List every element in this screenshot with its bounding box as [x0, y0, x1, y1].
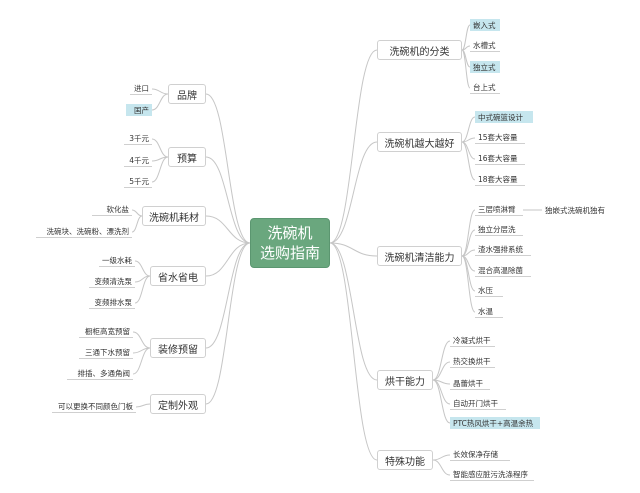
root-topic[interactable]: 洗碗机 选购指南	[250, 218, 330, 268]
leaf-item[interactable]: 嵌入式	[470, 19, 500, 31]
leaf-item[interactable]: 水压	[475, 285, 503, 297]
branch-left-3[interactable]: 省水省电	[150, 266, 206, 286]
leaf-item[interactable]: 软化盐	[92, 204, 132, 216]
branch-right-3[interactable]: 烘干能力	[377, 370, 433, 390]
leaf-item[interactable]: 国产	[126, 104, 152, 116]
leaf-item[interactable]: 台上式	[470, 82, 500, 94]
branch-left-1[interactable]: 预算	[168, 147, 206, 167]
branch-right-4[interactable]: 特殊功能	[377, 450, 433, 470]
leaf-item[interactable]: 长效保净存储	[450, 449, 510, 461]
leaf-item[interactable]: 三层喷淋臂	[475, 204, 523, 216]
leaf-item[interactable]: 洗碗块、洗碗粉、漂洗剂	[36, 226, 132, 238]
leaf-item[interactable]: 独立分层洗	[475, 224, 523, 236]
leaf-subitem[interactable]: 独嵌式洗碗机独有	[545, 205, 605, 215]
leaf-item[interactable]: 5千元	[124, 176, 152, 188]
leaf-item[interactable]: 18套大容量	[475, 174, 525, 186]
leaf-item[interactable]: 进口	[130, 83, 152, 95]
root-topic-line2: 选购指南	[259, 244, 320, 262]
leaf-item[interactable]: 混合高温除菌	[475, 265, 531, 277]
leaf-item[interactable]: 排插、多通角阀	[67, 368, 133, 380]
leaf-item[interactable]: 晶蕾烘干	[450, 378, 490, 390]
branch-right-0[interactable]: 洗碗机的分类	[377, 40, 462, 60]
branch-left-5[interactable]: 定制外观	[150, 394, 206, 414]
leaf-item[interactable]: 水温	[475, 306, 503, 318]
leaf-item[interactable]: PTC热风烘干+高温余热	[450, 417, 540, 429]
branch-left-4[interactable]: 装修预留	[150, 338, 206, 358]
leaf-item[interactable]: 智能感应脏污洗涤程序	[450, 469, 534, 481]
leaf-item[interactable]: 15套大容量	[475, 132, 525, 144]
leaf-item[interactable]: 热交换烘干	[450, 356, 495, 368]
leaf-item[interactable]: 水槽式	[470, 40, 500, 52]
branch-left-2[interactable]: 洗碗机耗材	[142, 206, 206, 226]
leaf-item[interactable]: 一级水耗	[99, 255, 135, 267]
leaf-item[interactable]: 可以更换不同颜色门板	[52, 401, 136, 413]
leaf-item[interactable]: 橱柜高宽预留	[79, 326, 133, 338]
branch-left-0[interactable]: 品牌	[168, 84, 206, 104]
leaf-item[interactable]: 3千元	[124, 133, 152, 145]
leaf-item[interactable]: 变频清洗泵	[89, 276, 135, 288]
branch-right-1[interactable]: 洗碗机越大越好	[377, 132, 462, 152]
leaf-item[interactable]: 变频排水泵	[89, 297, 135, 309]
leaf-item[interactable]: 自动开门烘干	[450, 398, 506, 410]
leaf-item[interactable]: 渣水强排系统	[475, 244, 531, 256]
leaf-item[interactable]: 独立式	[470, 61, 500, 73]
leaf-item[interactable]: 中式碗篮设计	[475, 111, 533, 123]
leaf-item[interactable]: 三通下水预留	[79, 347, 133, 359]
leaf-item[interactable]: 16套大容量	[475, 153, 525, 165]
leaf-item[interactable]: 冷凝式烘干	[450, 335, 495, 347]
branch-right-2[interactable]: 洗碗机清洁能力	[377, 246, 462, 266]
leaf-item[interactable]: 4千元	[124, 155, 152, 167]
root-topic-line1: 洗碗机	[267, 224, 313, 242]
